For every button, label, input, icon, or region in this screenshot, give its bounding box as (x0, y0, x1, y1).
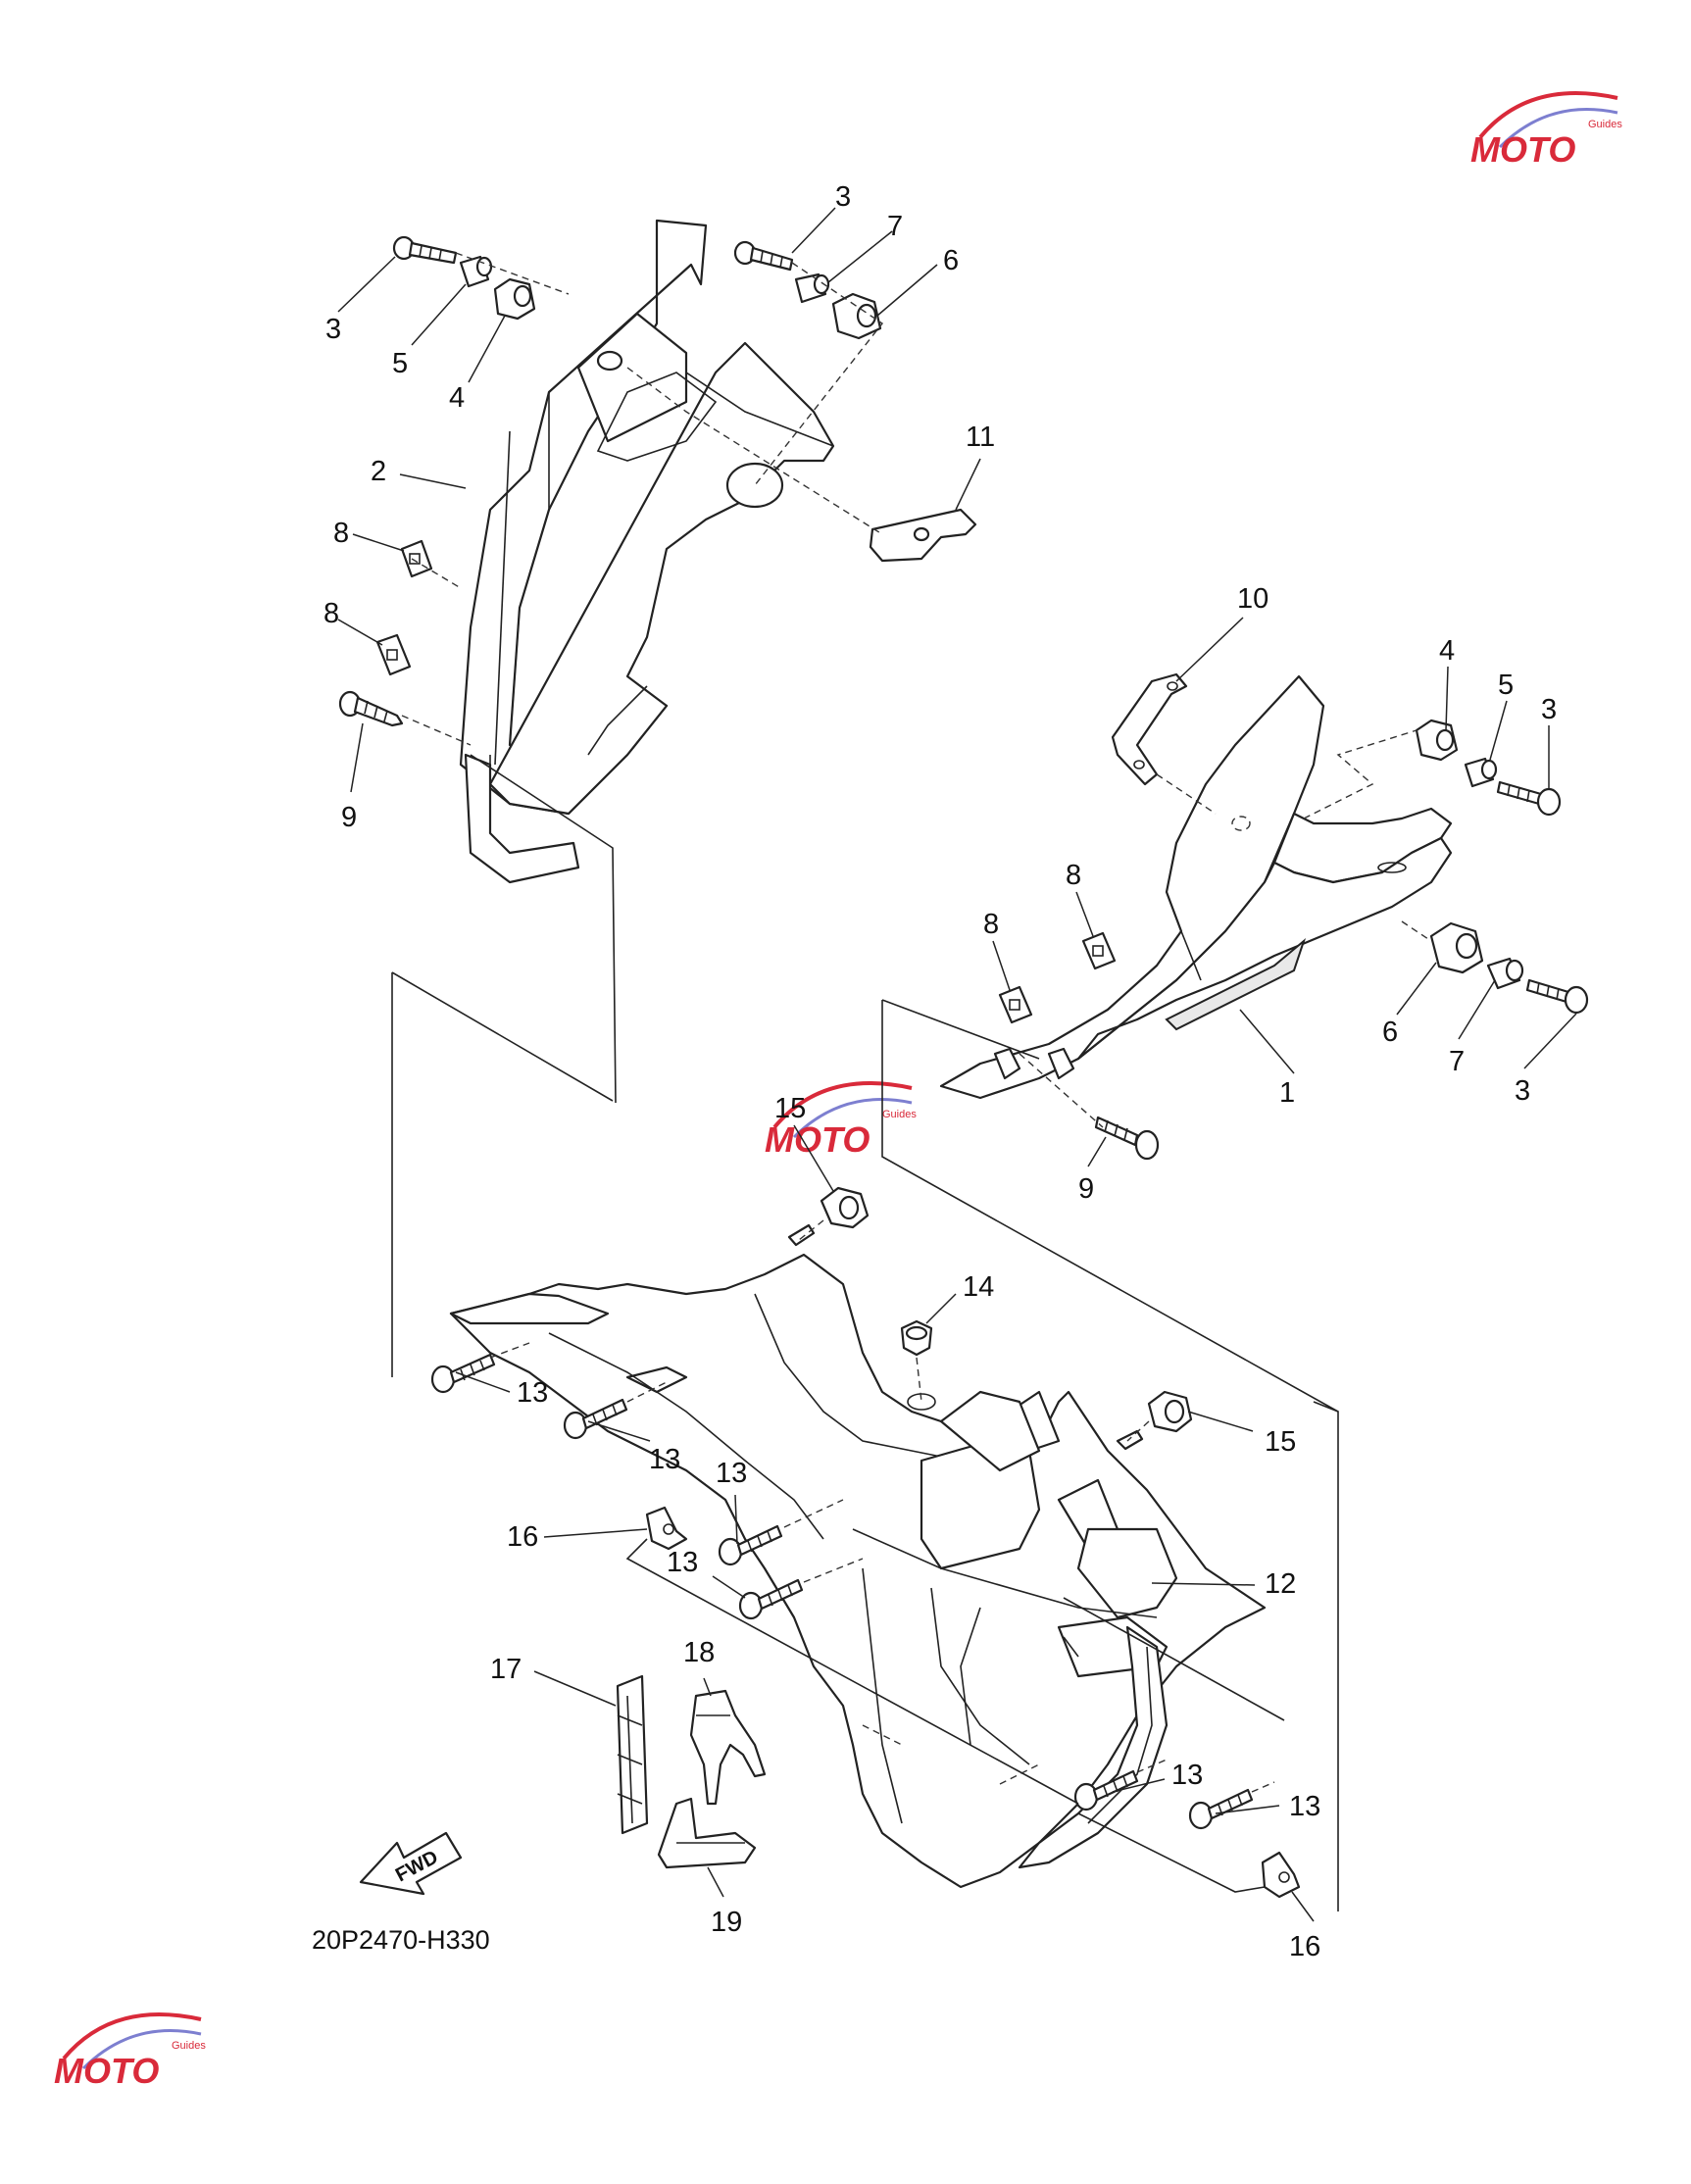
part-16-clip-left (645, 1506, 688, 1551)
part-6-grommet-right (1429, 921, 1484, 974)
watermark-brand: MOTO (1470, 129, 1575, 170)
part-2-left-side-cowl (459, 219, 835, 884)
part-9-screw-right (1094, 1116, 1160, 1161)
part-15-grommet-right (1116, 1390, 1193, 1451)
callout-leaders (337, 207, 1577, 1922)
part-8-nut-right-b (1081, 931, 1117, 970)
callout-1: 1 (1279, 1077, 1295, 1109)
callout-8: 8 (333, 518, 349, 549)
callout-12: 12 (1265, 1568, 1296, 1600)
callout-13: 13 (1289, 1791, 1320, 1822)
part-5-collar-right-top (1464, 757, 1498, 788)
callout-18: 18 (683, 1637, 715, 1668)
callout-17: 17 (490, 1654, 522, 1685)
part-13-screw-a (430, 1353, 496, 1394)
part-18-guard (689, 1689, 767, 1806)
part-19-bracket (657, 1797, 757, 1869)
callout-5: 5 (1498, 670, 1514, 701)
callout-9: 9 (341, 802, 357, 833)
callout-16: 16 (1289, 1931, 1320, 1962)
part-12-lower-fairing (449, 1253, 1267, 1889)
callout-3: 3 (835, 181, 851, 213)
callout-13: 13 (716, 1458, 747, 1489)
watermark-brand: MOTO (765, 1119, 870, 1160)
fwd-arrow: FWD (359, 1831, 463, 1896)
part-17-strip (616, 1674, 649, 1835)
callout-7: 7 (1449, 1046, 1465, 1077)
callout-13: 13 (667, 1547, 698, 1578)
callout-2: 2 (371, 456, 386, 487)
callout-3: 3 (1541, 694, 1557, 725)
callout-3: 3 (325, 314, 341, 345)
part-6-grommet-top (831, 292, 882, 340)
watermark-logo-top: MOTO Guides (1470, 91, 1622, 170)
callout-19: 19 (711, 1907, 742, 1938)
part-11-bracket (869, 508, 977, 563)
callout-7: 7 (887, 211, 903, 242)
callout-5: 5 (392, 348, 408, 379)
part-13-screw-b (563, 1398, 628, 1440)
part-3-screw-right (1525, 978, 1589, 1015)
callout-6: 6 (1382, 1017, 1398, 1048)
callout-3: 3 (1515, 1075, 1530, 1107)
part-3-screw-top (733, 240, 794, 272)
part-4-grommet-right-top (1415, 719, 1459, 762)
part-8-nut-right-a (998, 985, 1033, 1024)
watermark-logo-middle: MOTO Guides (765, 1081, 917, 1160)
callout-8: 8 (323, 598, 339, 629)
callout-8: 8 (983, 909, 999, 940)
part-5-collar-left (459, 255, 493, 288)
callout-8: 8 (1066, 860, 1081, 891)
callout-11: 11 (966, 422, 995, 453)
part-8-nut-left-a (400, 539, 433, 578)
diagram-code: 20P2470-H330 (312, 1925, 490, 1955)
part-16-clip-right (1261, 1851, 1301, 1899)
callout-6: 6 (943, 245, 959, 276)
callout-10: 10 (1237, 583, 1268, 615)
part-15-grommet-upper (787, 1186, 870, 1247)
watermark-logo-bottom: MOTO Guides (54, 2012, 206, 2091)
watermark-sub: Guides (172, 2040, 206, 2052)
callout-13: 13 (649, 1444, 680, 1475)
watermark-sub: Guides (882, 1109, 917, 1120)
part-3-screw-left (392, 235, 458, 265)
part-1-right-side-cowl (939, 674, 1453, 1100)
callout-4: 4 (1439, 635, 1455, 667)
part-8-nut-left-b (375, 633, 412, 676)
part-10-bracket (1111, 672, 1188, 786)
part-13-screw-f (1188, 1788, 1254, 1830)
part-7-collar-top (794, 273, 830, 304)
callout-13: 13 (517, 1377, 548, 1409)
callout-15: 15 (1265, 1426, 1296, 1458)
part-4-grommet-left (493, 277, 536, 321)
part-13-screw-c (718, 1524, 783, 1566)
callout-labels: 3 5 4 3 7 6 2 11 8 8 9 10 4 5 3 8 8 6 7 … (323, 181, 1557, 1962)
part-13-screw-e (1073, 1769, 1139, 1812)
part-14-grommet (900, 1319, 933, 1403)
callout-14: 14 (963, 1271, 994, 1303)
part-3-screw-right-top (1496, 780, 1562, 817)
watermark-sub: Guides (1588, 119, 1622, 130)
callout-16: 16 (507, 1521, 538, 1553)
callout-4: 4 (449, 382, 465, 414)
part-9-screw-left (338, 690, 404, 727)
part-13-screw-d (738, 1578, 804, 1620)
watermark-brand: MOTO (54, 2051, 159, 2091)
callout-9: 9 (1078, 1173, 1094, 1205)
callout-13: 13 (1171, 1760, 1203, 1791)
callout-15: 15 (774, 1093, 806, 1124)
